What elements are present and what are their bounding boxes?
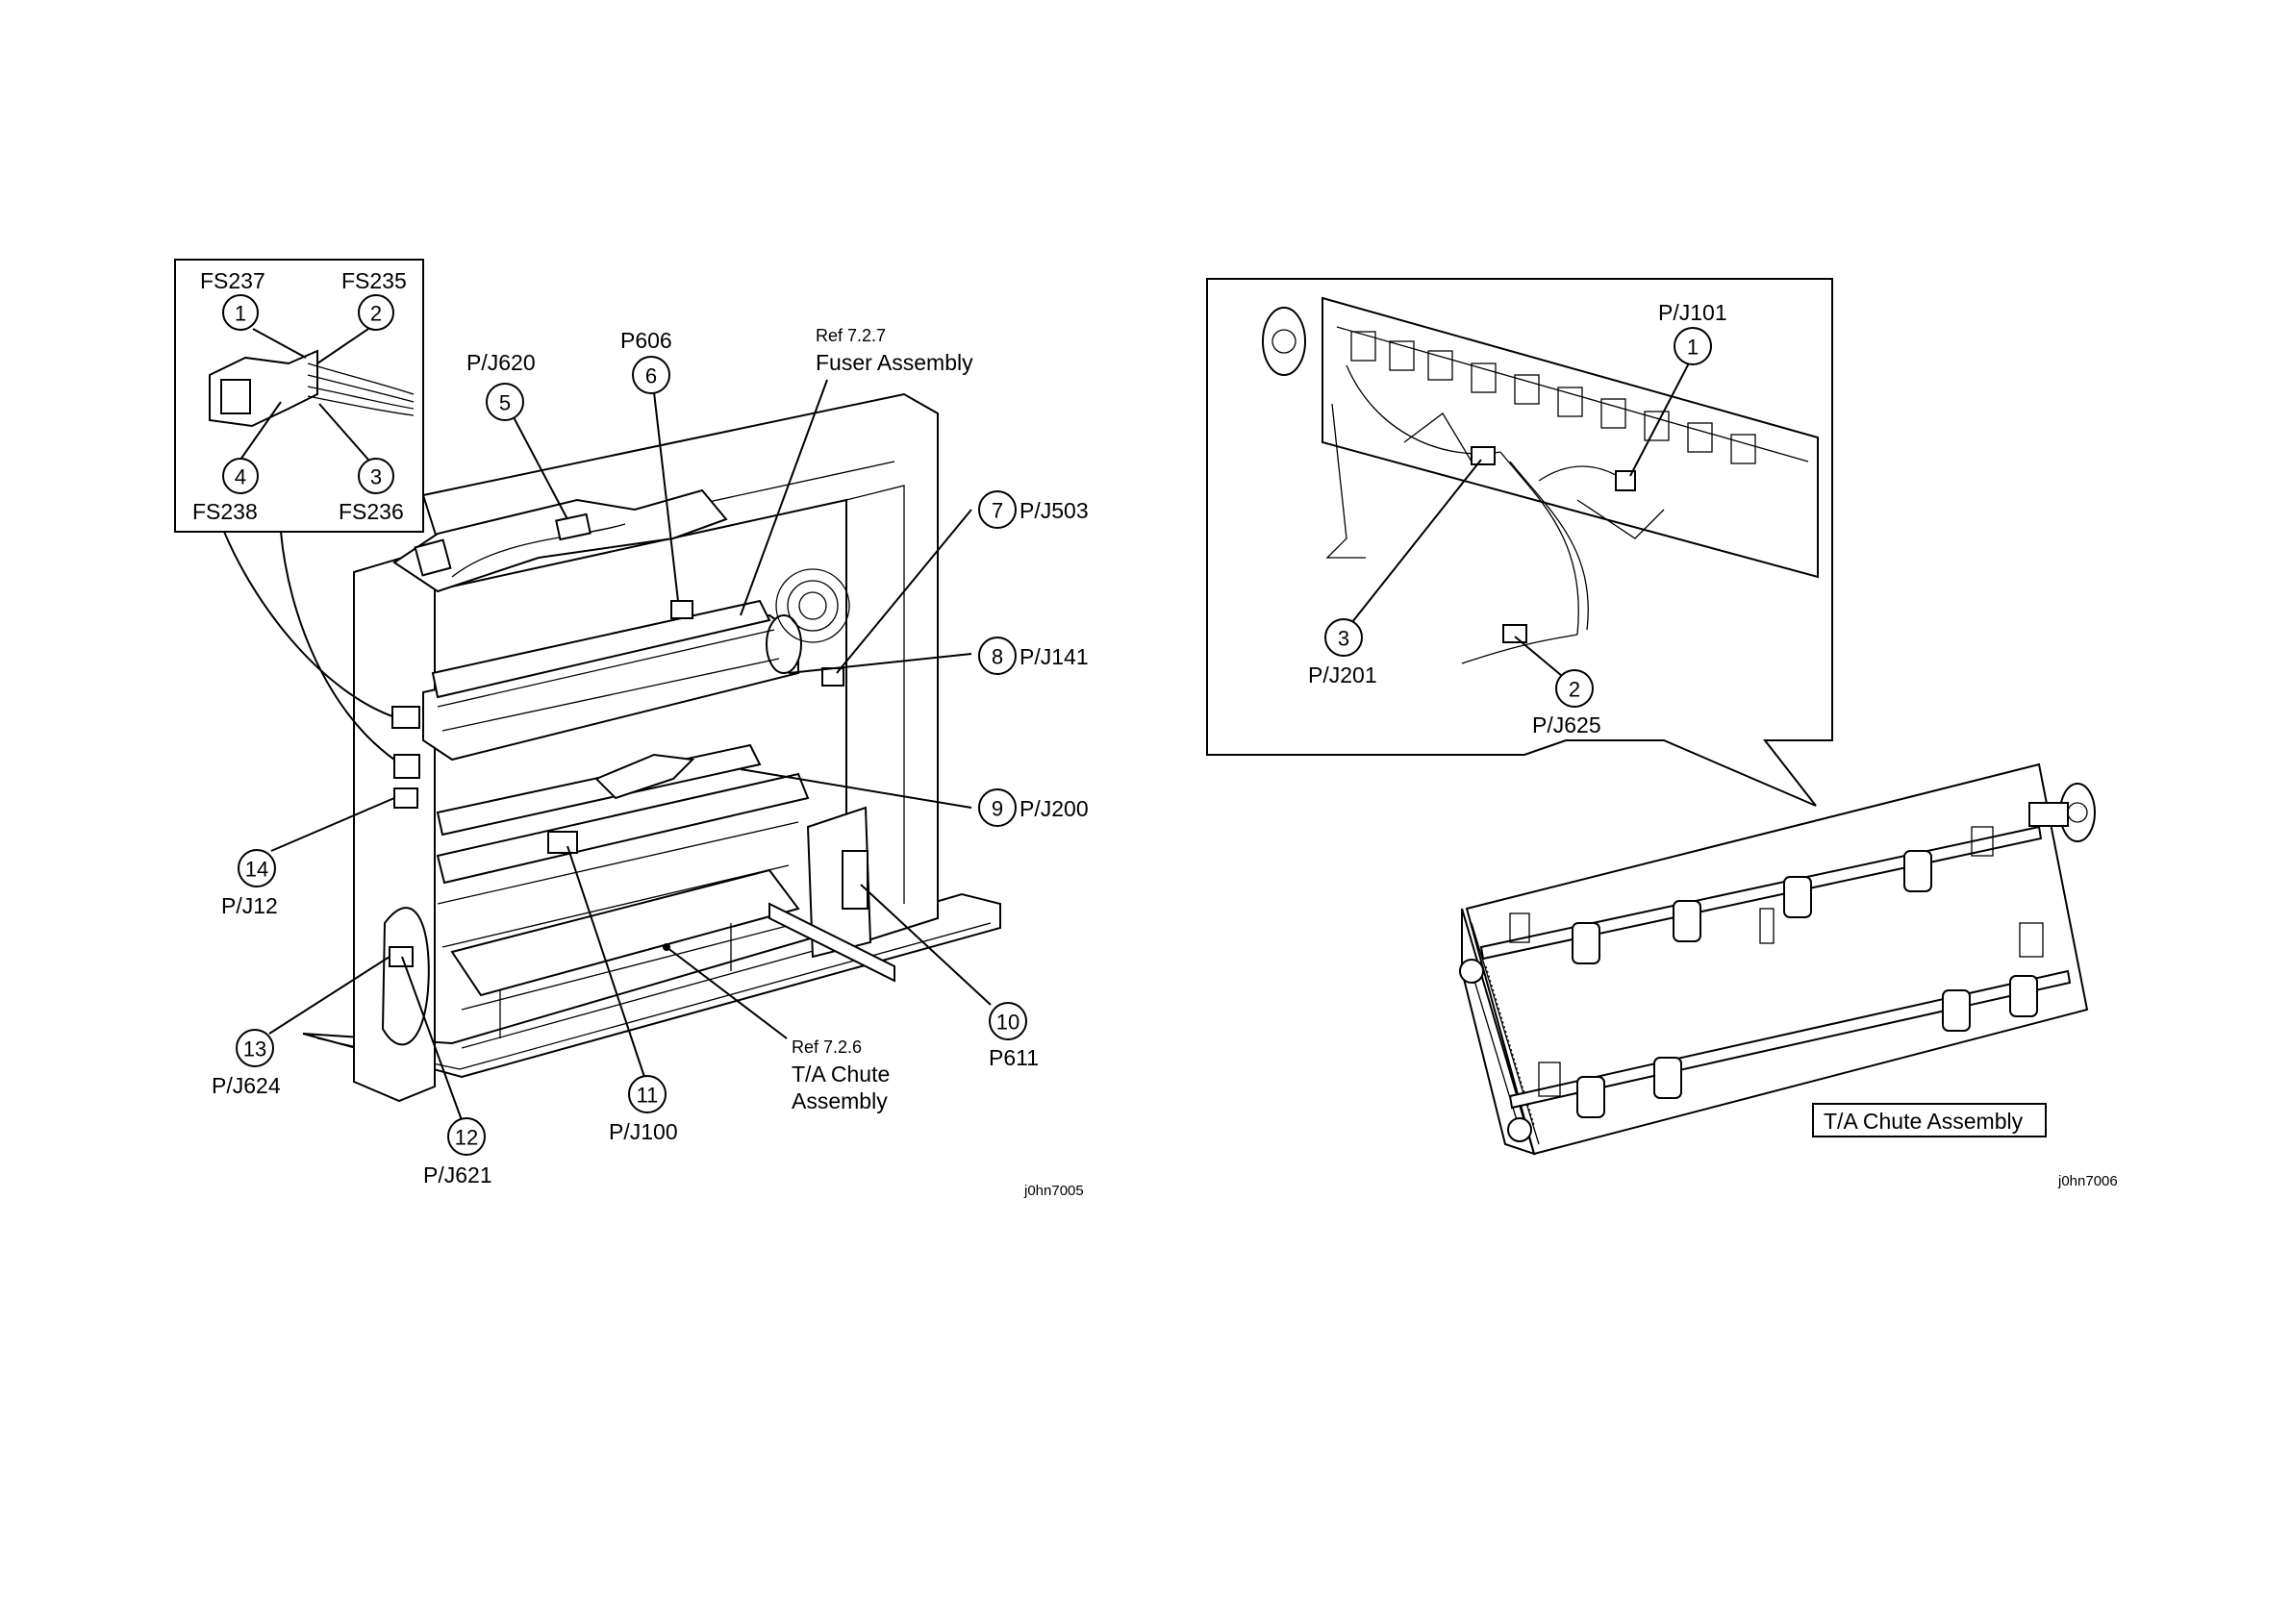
fuser-assembly-label: Fuser Assembly xyxy=(816,350,973,375)
callout-13-number: 13 xyxy=(243,1037,266,1062)
label-fs235: FS235 xyxy=(341,268,407,293)
detail-callout-3: 3 P/J201 xyxy=(1308,619,1377,687)
chute-name-line1: T/A Chute xyxy=(792,1062,890,1087)
right-figure: 1 P/J101 2 P/J625 3 P/J201 xyxy=(1207,279,2118,1189)
detail-callout-3-number: 3 xyxy=(1338,627,1349,651)
callout-14-label: P/J12 xyxy=(221,893,278,918)
callout-5-number: 5 xyxy=(499,391,511,415)
callout-5: 5 P/J620 xyxy=(466,350,536,420)
callout-11-number: 11 xyxy=(637,1084,659,1108)
detail-callout-3-label: P/J201 xyxy=(1308,662,1377,687)
label-fs238: FS238 xyxy=(192,499,258,524)
label-fs236: FS236 xyxy=(339,499,404,524)
callout-13: 13 P/J624 xyxy=(212,1030,281,1098)
callout-7-label: P/J503 xyxy=(1020,498,1089,523)
chute-name-line2: Assembly xyxy=(792,1088,888,1113)
detail-leader-2 xyxy=(1515,637,1568,681)
callout-14: 14 P/J12 xyxy=(221,850,278,918)
inset-callout-number-3: 3 xyxy=(370,465,382,489)
callout-9-label: P/J200 xyxy=(1020,796,1089,821)
callout-10-number: 10 xyxy=(996,1011,1020,1035)
callout-6: 6 P606 xyxy=(620,328,672,393)
printer-body-drawing xyxy=(303,394,1000,1101)
callout-6-number: 6 xyxy=(645,364,657,388)
connector-inset: 1 2 3 4 FS237 FS235 FS238 FS236 xyxy=(175,260,423,532)
callout-8-number: 8 xyxy=(992,645,1003,669)
callout-12: 12 P/J621 xyxy=(423,1118,492,1187)
callout-7-number: 7 xyxy=(992,499,1003,523)
callout-11-label: P/J100 xyxy=(609,1119,678,1144)
callout-10-label: P611 xyxy=(989,1045,1039,1070)
assembly-label: T/A Chute Assembly xyxy=(1824,1109,2024,1134)
callout-9-number: 9 xyxy=(992,797,1003,821)
callout-5-label: P/J620 xyxy=(466,350,536,375)
callout-14-number: 14 xyxy=(245,858,268,882)
fuser-ref-label: Ref 7.2.7 xyxy=(816,326,886,345)
detail-leader-3 xyxy=(1348,460,1481,627)
detail-callout-2: 2 P/J625 xyxy=(1532,670,1601,737)
callout-7: 7 P/J503 xyxy=(979,491,1089,528)
callout-8-label: P/J141 xyxy=(1020,644,1089,669)
callout-6-label: P606 xyxy=(620,328,672,353)
detail-callout-1-label: P/J101 xyxy=(1658,300,1727,325)
detail-callout-1: 1 P/J101 xyxy=(1658,300,1727,364)
detail-callout-2-label: P/J625 xyxy=(1532,712,1601,737)
chute-ref-label: Ref 7.2.6 xyxy=(792,1037,862,1057)
inset-callout-number-2: 2 xyxy=(370,302,382,326)
callout-12-label: P/J621 xyxy=(423,1162,492,1187)
inset-callout-number-4: 4 xyxy=(235,465,246,489)
callout-13-label: P/J624 xyxy=(212,1073,281,1098)
left-figure: 1 2 3 4 FS237 FS235 FS238 FS236 xyxy=(175,260,1089,1199)
chute-assembly-drawing xyxy=(1460,764,2095,1154)
detail-callout-1-number: 1 xyxy=(1687,336,1699,360)
callout-9: 9 P/J200 xyxy=(979,789,1089,826)
callout-8: 8 P/J141 xyxy=(979,637,1089,674)
detail-drawing xyxy=(1263,298,1818,663)
figure-code-right: j0hn7006 xyxy=(2057,1173,2118,1189)
label-fs237: FS237 xyxy=(200,268,265,293)
inset-callout-number-1: 1 xyxy=(235,302,246,326)
callout-12-number: 12 xyxy=(455,1126,478,1150)
figure-code-left: j0hn7005 xyxy=(1023,1183,1084,1199)
detail-callout-2-number: 2 xyxy=(1569,678,1580,702)
callout-11: 11 P/J100 xyxy=(609,1076,678,1144)
callout-10: 10 P611 xyxy=(989,1003,1039,1070)
